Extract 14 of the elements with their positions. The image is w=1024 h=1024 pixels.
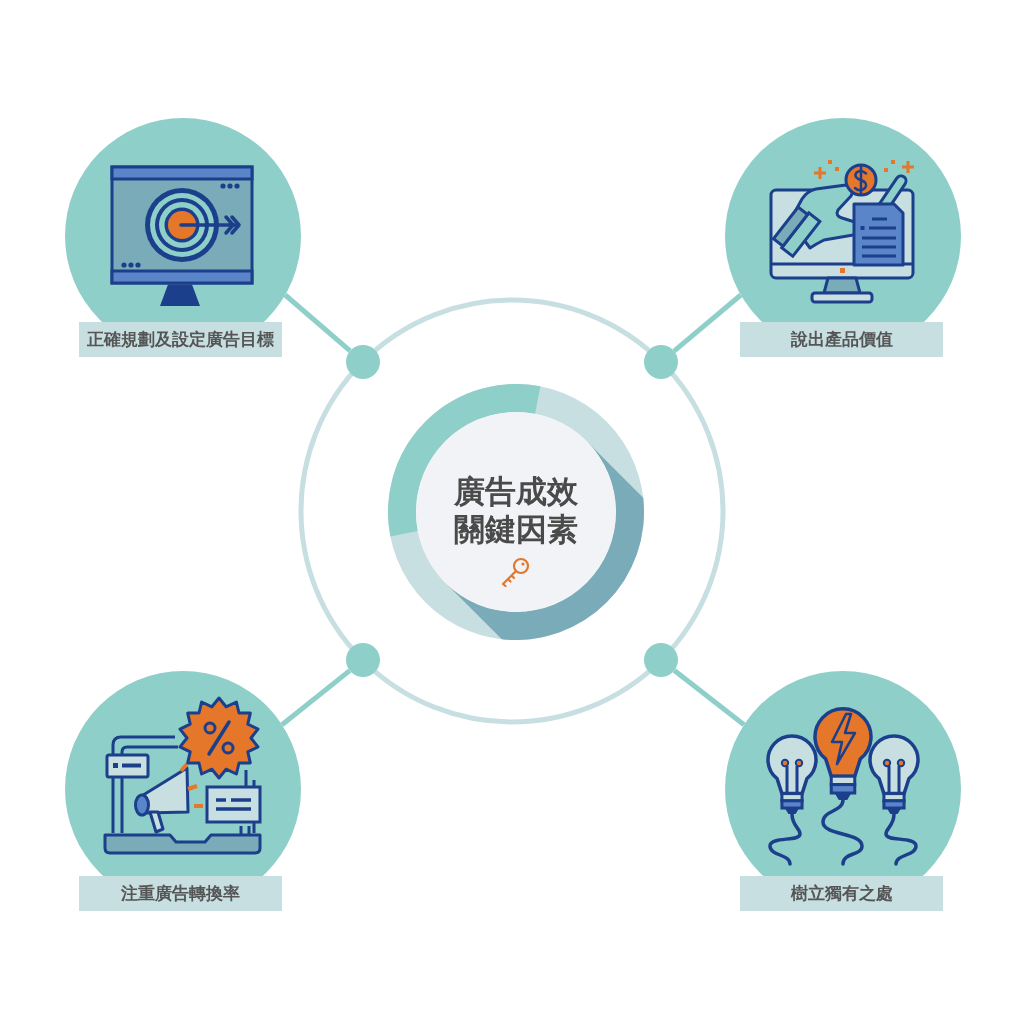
connector-line [672, 668, 746, 727]
connector-dot [644, 643, 678, 677]
topic-label: 說出產品價值 [740, 322, 943, 357]
connector-line [672, 293, 743, 353]
connector-dot [346, 345, 380, 379]
center-title: 廣告成效關鍵因素 [453, 472, 579, 548]
center-circle [388, 384, 644, 640]
topic-label: 注重廣告轉換率 [79, 876, 282, 911]
topic-label: 正確規劃及設定廣告目標 [79, 322, 282, 357]
connector-dot [346, 643, 380, 677]
topic-label: 樹立獨有之處 [740, 876, 943, 911]
connector-line [280, 668, 352, 727]
connector-line [283, 293, 352, 353]
connector-dot [644, 345, 678, 379]
